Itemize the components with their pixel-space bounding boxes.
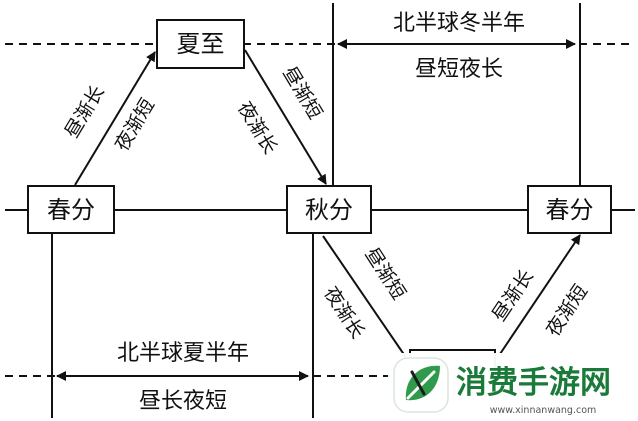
arrow-winter-to-spring — [499, 234, 581, 355]
label-fall2-day: 昼渐短 — [360, 244, 410, 304]
leaf-logo-icon — [393, 357, 449, 413]
arrow-spring-to-summer — [74, 51, 156, 186]
watermark-brand: 消费手游网 — [456, 365, 611, 401]
node-autumn-equinox-label: 秋分 — [305, 196, 353, 224]
winter-half-year-title: 北半球冬半年 — [393, 11, 525, 36]
summer-half-year-subtitle: 昼长夜短 — [139, 389, 227, 414]
node-summer-solstice-label: 夏至 — [177, 30, 225, 58]
label-rise-night: 夜渐短 — [111, 95, 159, 155]
node-spring-equinox-right: 春分 — [527, 185, 612, 234]
watermark-url: www.xinnanwang.com — [490, 405, 597, 416]
label-rise2-day: 昼渐长 — [488, 266, 538, 326]
node-spring-equinox-left-label: 春分 — [47, 196, 95, 224]
arrow-summer-to-autumn — [244, 49, 327, 185]
node-summer-solstice: 夏至 — [156, 19, 245, 69]
watermark: 消费手游网 www.xinnanwang.com — [388, 353, 636, 419]
summer-half-year-title: 北半球夏半年 — [117, 341, 249, 366]
node-autumn-equinox: 秋分 — [286, 185, 372, 234]
label-fall1-day: 昼渐短 — [278, 63, 326, 123]
label-rise2-night: 夜渐短 — [542, 281, 592, 341]
arrow-autumn-to-winter — [322, 235, 406, 357]
node-spring-equinox-left: 春分 — [27, 185, 115, 234]
label-fall1-night: 夜渐长 — [233, 98, 281, 158]
node-spring-equinox-right-label: 春分 — [546, 196, 594, 224]
label-rise-day: 昼渐长 — [61, 82, 109, 142]
winter-half-year-subtitle: 昼短夜长 — [415, 57, 503, 82]
